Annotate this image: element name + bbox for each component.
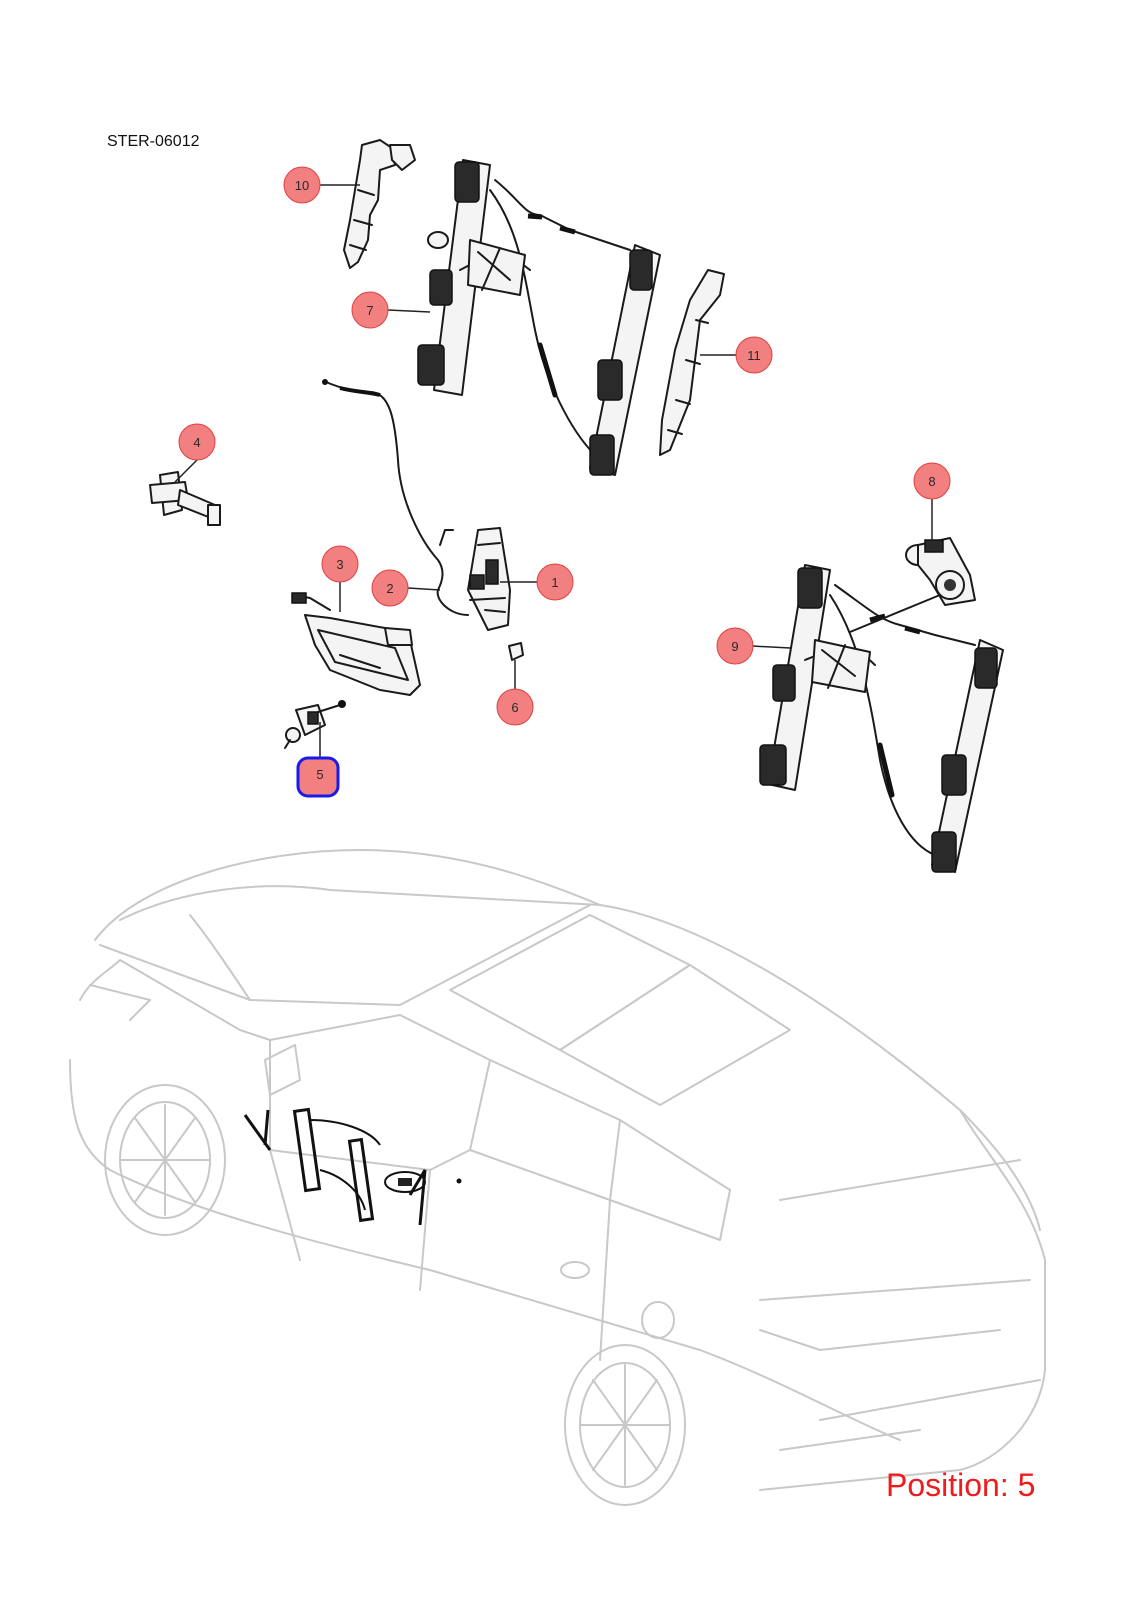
callout-11-label: 11 — [747, 348, 761, 363]
vehicle-outline — [69, 849, 1046, 1506]
callout-11[interactable]: 11 — [735, 336, 773, 374]
callout-2[interactable]: 2 — [371, 569, 409, 607]
part-9-window-regulator — [759, 564, 1004, 873]
part-5-lock-cylinder — [284, 700, 346, 749]
callout-9[interactable]: 9 — [716, 627, 754, 665]
diagram-code: STER-06012 — [107, 133, 200, 150]
part-4-door-check — [149, 471, 221, 526]
callout-9-label: 9 — [731, 639, 738, 654]
callout-1[interactable]: 1 — [536, 563, 574, 601]
part-3-door-handle — [291, 592, 421, 696]
callout-4-label: 4 — [193, 435, 200, 450]
leader-lines — [174, 184, 933, 757]
callout-5-selected[interactable]: 5 — [296, 756, 340, 798]
callout-7-label: 7 — [366, 303, 373, 318]
callout-3[interactable]: 3 — [321, 545, 359, 583]
callout-8-label: 8 — [928, 474, 935, 489]
position-label: Position: 5 — [886, 1467, 1036, 1503]
callout-6-label: 6 — [511, 700, 518, 715]
callout-5-label: 5 — [316, 767, 323, 782]
callout-10-label: 10 — [295, 178, 309, 193]
callout-1-label: 1 — [551, 575, 558, 590]
part-1-lock-actuator — [467, 527, 511, 631]
part-7-window-regulator — [417, 159, 661, 476]
callout-2-label: 2 — [386, 581, 393, 596]
callout-6[interactable]: 6 — [496, 688, 534, 726]
vehicle-door-mechanism — [243, 1107, 462, 1226]
callout-3-label: 3 — [336, 557, 343, 572]
callout-8[interactable]: 8 — [913, 462, 951, 500]
callout-4[interactable]: 4 — [178, 423, 216, 461]
callout-10[interactable]: 10 — [283, 166, 321, 204]
part-6-clip — [508, 642, 524, 661]
part-8-window-motor — [905, 537, 976, 606]
part-10-bracket — [343, 139, 416, 269]
part-11-guide-rail — [659, 269, 725, 456]
callout-7[interactable]: 7 — [351, 291, 389, 329]
